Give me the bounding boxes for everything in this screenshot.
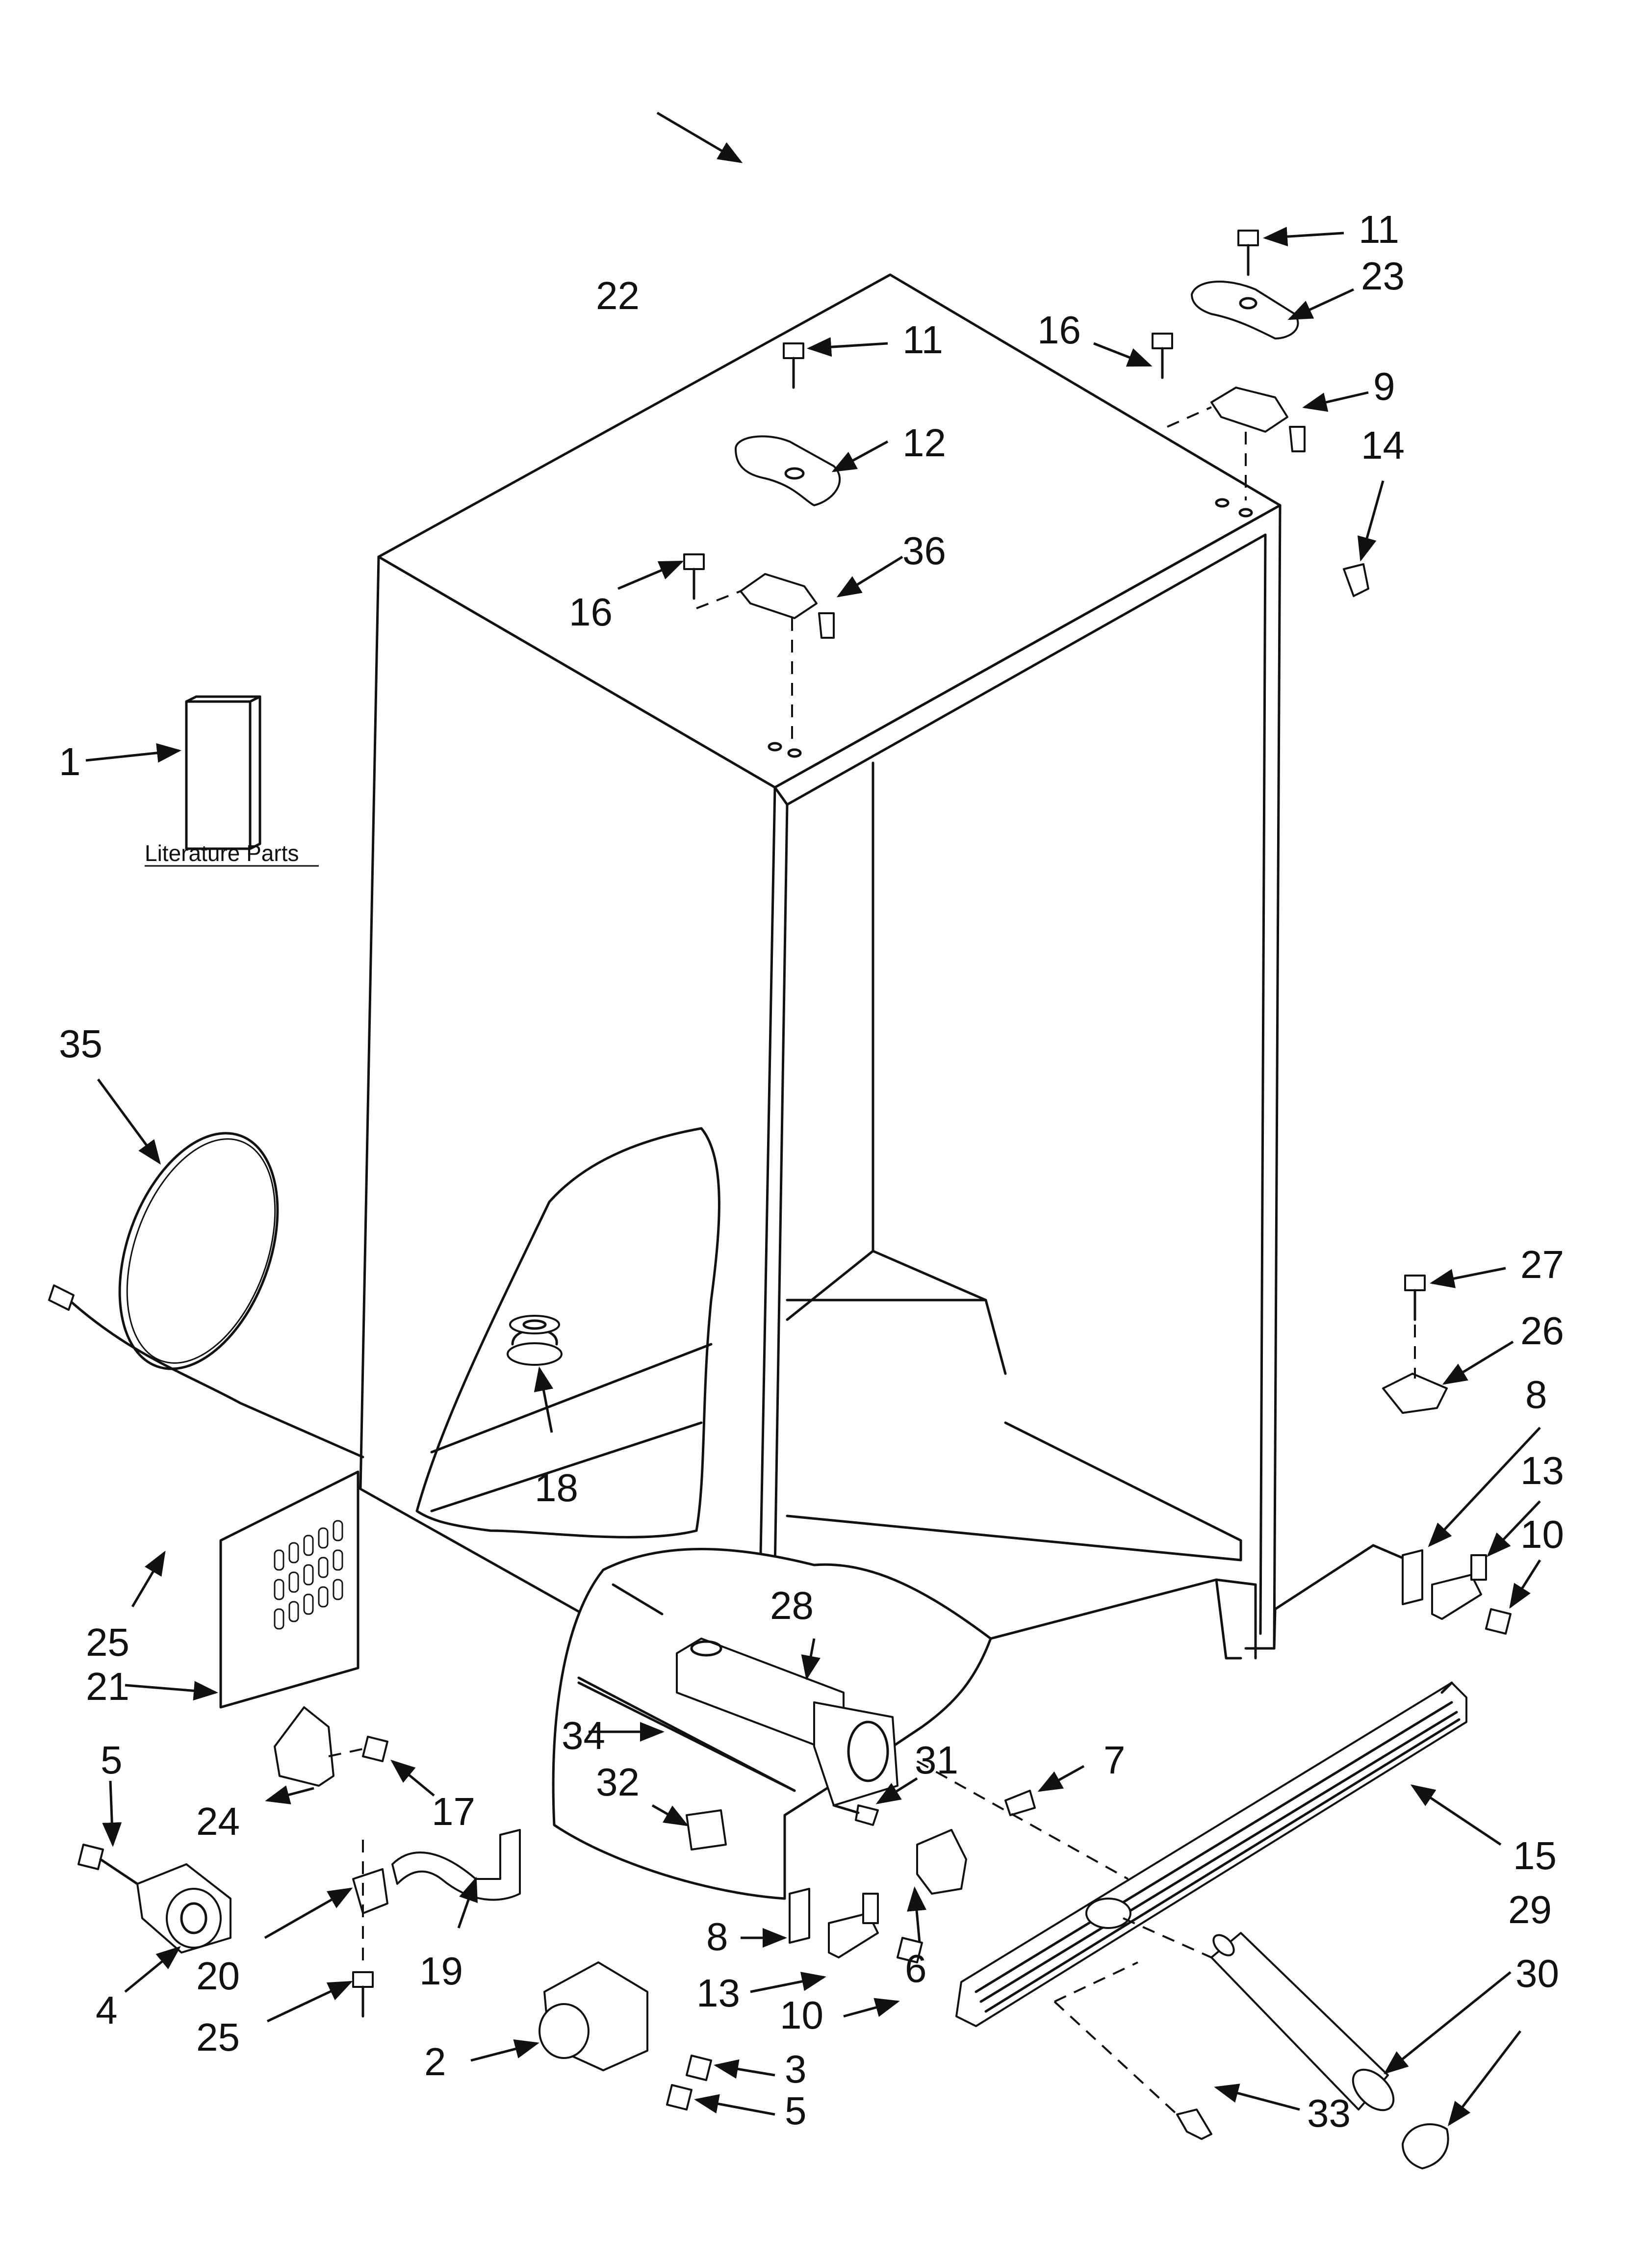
water-supply-line — [48, 1132, 364, 1459]
callout-25: 25 — [86, 1620, 129, 1664]
top-hinge-bracket-left — [696, 573, 835, 746]
filter-cap — [1402, 2123, 1449, 2169]
callout-3: 3 — [785, 2047, 807, 2091]
drain-fitting — [507, 1315, 563, 1366]
callout-6: 6 — [905, 1947, 927, 1990]
callout-16: 16 — [1037, 308, 1081, 352]
callout-33: 33 — [1307, 2091, 1351, 2135]
callout-25: 25 — [196, 2015, 240, 2059]
callout-28: 28 — [770, 1584, 814, 1627]
callout-7: 7 — [1103, 1738, 1126, 1782]
callout-35: 35 — [59, 1022, 103, 1066]
right-hinge-bracket — [1402, 1549, 1512, 1635]
callout-8: 8 — [1525, 1373, 1547, 1416]
back-access-cover — [219, 1470, 359, 1709]
callout-labels: 1 2 3 4 5 5 6 7 8 8 9 10 10 11 11 12 13 … — [59, 208, 1564, 2135]
callout-26: 26 — [1520, 1309, 1564, 1353]
front-roller — [539, 1961, 712, 2111]
callout-13: 13 — [696, 1971, 740, 2015]
callout-30: 30 — [1515, 1952, 1559, 1995]
callout-1: 1 — [59, 740, 81, 783]
screw-31 — [832, 1804, 879, 1826]
callout-10: 10 — [1520, 1512, 1564, 1556]
grille-mount-line — [917, 1760, 1129, 1880]
callout-5: 5 — [785, 2089, 807, 2133]
callout-14: 14 — [1361, 423, 1405, 467]
screw-16-left — [683, 553, 705, 600]
callout-2: 2 — [424, 2040, 446, 2084]
base-grille — [955, 1681, 1467, 2027]
top-hinge-cover-left — [735, 435, 841, 506]
callout-15: 15 — [1513, 1834, 1557, 1877]
callout-31: 31 — [915, 1738, 958, 1782]
upper-right-hinge-clip — [1382, 1275, 1448, 1414]
hinge-plug — [1343, 563, 1369, 597]
drain-tube — [391, 1829, 521, 1901]
callout-12: 12 — [902, 421, 946, 465]
tube-clamp — [352, 1840, 388, 2018]
callout-19: 19 — [419, 1949, 463, 1993]
callout-23: 23 — [1361, 254, 1405, 298]
top-hinge-cover-right — [1191, 281, 1299, 339]
screw-7 — [1004, 1790, 1036, 1816]
top-hinge-bracket-right — [1167, 387, 1306, 500]
callout-13: 13 — [1520, 1449, 1564, 1492]
callout-16: 16 — [569, 590, 613, 634]
screw-11-left — [783, 342, 804, 389]
grille-clip — [1053, 1961, 1212, 2140]
callout-29: 29 — [1508, 1888, 1552, 1931]
callout-20: 20 — [196, 1954, 240, 1998]
callout-9: 9 — [1373, 365, 1395, 408]
callout-11: 11 — [902, 318, 943, 362]
literature-parts-booklet — [185, 695, 261, 850]
callout-24: 24 — [196, 1799, 240, 1843]
callout-27: 27 — [1520, 1243, 1564, 1286]
rear-roller — [77, 1844, 231, 1954]
callout-10: 10 — [780, 1993, 823, 2037]
callout-8: 8 — [706, 1915, 728, 1958]
callout-11: 11 — [1359, 208, 1399, 251]
leader-lines — [85, 111, 1541, 2126]
screw-16-right — [1152, 333, 1173, 379]
callout-5: 5 — [101, 1738, 123, 1782]
callout-17: 17 — [432, 1790, 475, 1833]
side-cutaway — [415, 1127, 720, 1538]
callout-4: 4 — [96, 1988, 118, 2032]
callout-18: 18 — [535, 1466, 578, 1510]
callout-34: 34 — [562, 1714, 605, 1757]
literature-parts-caption: Literature Parts — [145, 840, 299, 866]
block-32 — [686, 1809, 727, 1851]
callout-21: 21 — [86, 1665, 129, 1708]
grille-bracket — [916, 1829, 967, 1895]
water-valve-assembly — [676, 1638, 898, 1806]
screw-11-right — [1237, 230, 1259, 276]
callout-32: 32 — [596, 1760, 640, 1804]
callout-22: 22 — [596, 274, 640, 317]
callout-36: 36 — [902, 529, 946, 573]
fill-tube-rod — [577, 1681, 796, 1792]
rear-roller-bracket — [274, 1706, 388, 1787]
lower-hinge-bracket — [789, 1888, 923, 1963]
water-filter — [1123, 1917, 1395, 2112]
